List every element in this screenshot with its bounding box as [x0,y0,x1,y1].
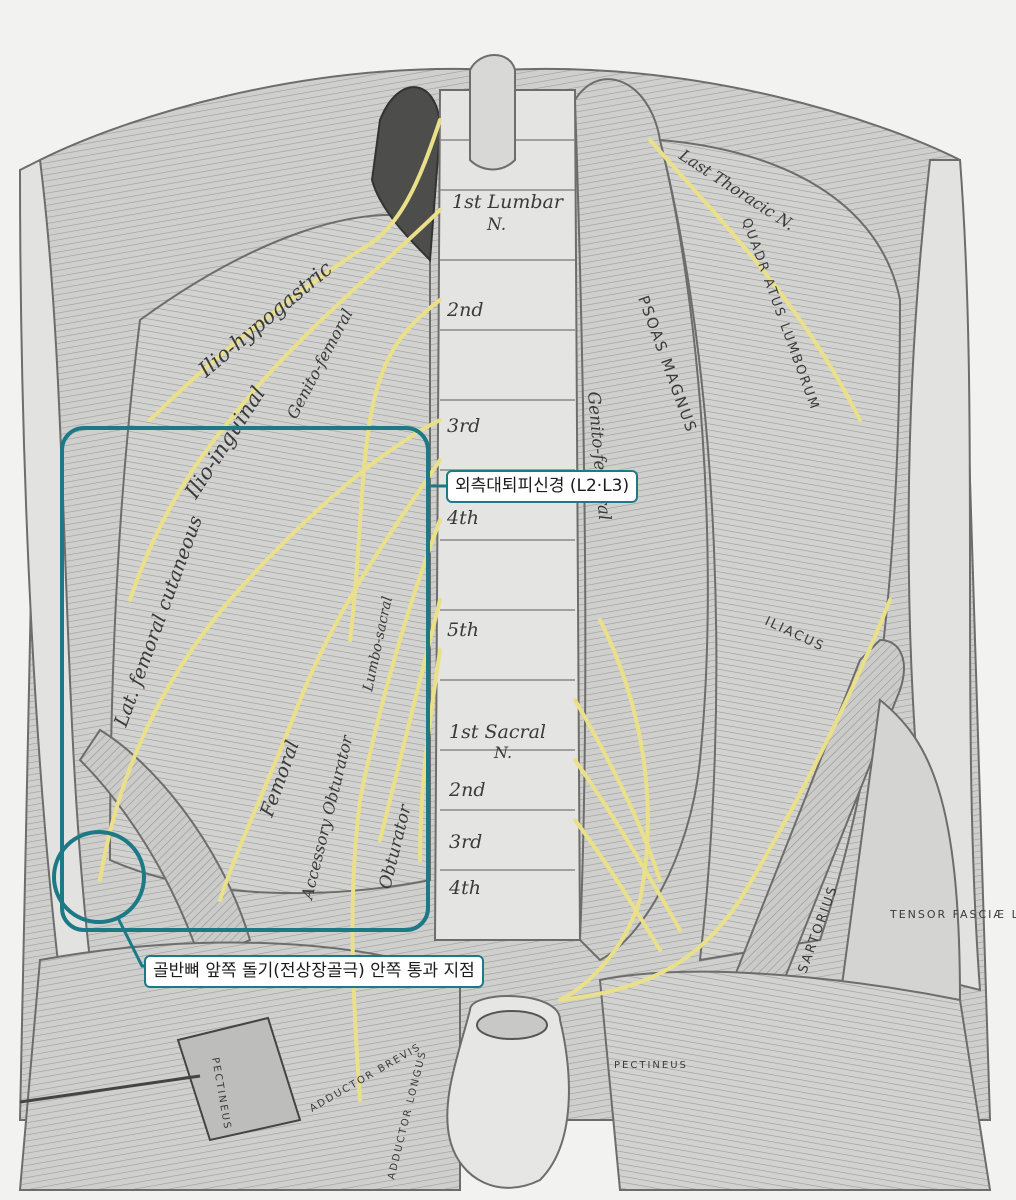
label-sacral-1: 1st Sacral [449,721,546,743]
landmark-highlight-circle [52,830,146,924]
genito-femoral-nerve [348,298,442,642]
retractor-hook [19,1074,201,1104]
label-lumbar-2: 2nd [446,299,484,321]
sacral-branch-3 [573,818,662,952]
label-sacral-4: 4th [448,877,481,899]
label-lumbar-4: 4th [446,507,479,529]
nerve-callout-label: 외측대퇴피신경 (L2·L3) [446,470,639,503]
pubic-opening [476,1010,548,1040]
right-thigh-muscles [598,970,992,1191]
landmark-callout-label: 골반뼈 앞쪽 돌기(전상장골극) 안쪽 통과 지점 [144,955,484,988]
ilio-hypogastric-nerve [148,118,442,422]
label-sacral-2: 2nd [448,779,486,801]
accessory-obturator-nerve [378,598,442,842]
sacral-branch-1 [573,698,662,882]
sacral-branch-2 [573,758,682,932]
nerve-highlight-box [60,426,430,932]
left-pectineus-cut [176,1016,302,1142]
femoral-nerve [218,458,442,902]
label-sacral-3: 3rd [449,831,482,853]
lateral-femoral-cutaneous-nerve [98,418,442,882]
label-lumbar-1-n: N. [486,215,506,235]
label-sacral-1-n: N. [493,743,512,762]
last-thoracic-nerve [648,138,862,422]
label-tensor-fasciae-latae: TENSOR FASCIÆ LATÆ [889,908,1016,921]
aorta-stump [469,54,516,171]
ilio-inguinal-nerve [128,208,442,602]
right-femoral-branch [558,598,892,1002]
pubic-symphysis [446,995,570,1189]
label-lumbar-5: 5th [447,619,479,641]
label-lumbar-3: 3rd [447,415,480,437]
label-pectineus-right: PECTINEUS [614,1060,688,1071]
label-lumbar-1: 1st Lumbar [452,191,565,213]
